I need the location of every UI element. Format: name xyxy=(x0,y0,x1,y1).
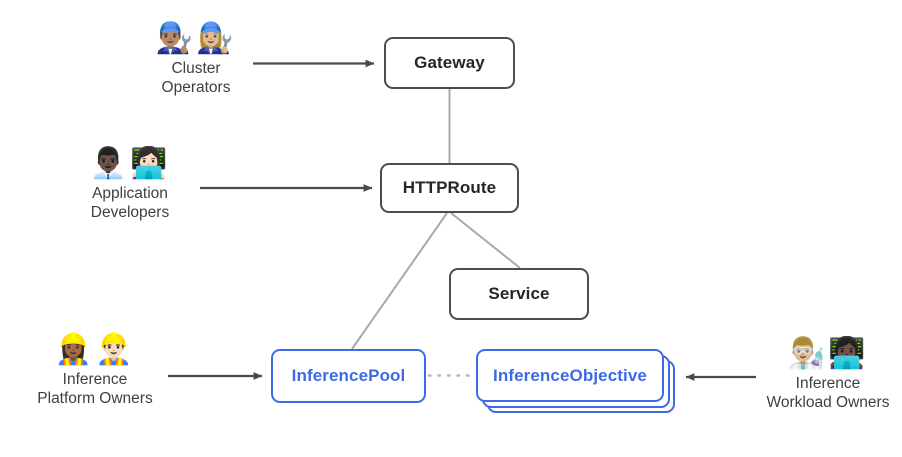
edge-httproute-to-service xyxy=(450,212,521,269)
persona-inference-platform-owners-label: Inference Platform Owners xyxy=(37,371,153,407)
application-developers-icon: 👨🏿‍💼👩🏻‍💻 xyxy=(89,147,171,180)
edge-httproute-to-inferencepool xyxy=(351,212,448,350)
node-httproute[interactable]: HTTPRoute xyxy=(380,163,519,213)
inference-workload-owners-icon: 👨🏼‍🔬👩🏿‍💻 xyxy=(787,337,869,370)
persona-inference-workload-owners-label: Inference Workload Owners xyxy=(766,375,890,411)
node-inferencepool[interactable]: InferencePool xyxy=(271,349,426,403)
cluster-operators-icon: 👨🏽‍🔧👩🏼‍🔧 xyxy=(155,22,237,55)
node-service-label: Service xyxy=(488,284,550,303)
persona-cluster-operators: 👨🏽‍🔧👩🏼‍🔧 Cluster Operators xyxy=(91,22,301,97)
persona-application-developers-label: Application Developers xyxy=(90,185,170,221)
node-gateway[interactable]: Gateway xyxy=(384,37,515,89)
node-gateway-label: Gateway xyxy=(414,53,485,72)
persona-application-developers: 👨🏿‍💼👩🏻‍💻 Application Developers xyxy=(25,147,235,222)
persona-inference-platform-owners: 👷🏾‍♀️👷🏻‍♂️ Inference Platform Owners xyxy=(0,333,200,408)
node-inferenceobjective-label: InferenceObjective xyxy=(493,365,647,385)
node-inferenceobjective[interactable]: InferenceObjective xyxy=(476,349,664,402)
node-httproute-label: HTTPRoute xyxy=(402,178,497,197)
node-inferencepool-label: InferencePool xyxy=(291,366,406,385)
inference-platform-owners-icon: 👷🏾‍♀️👷🏻‍♂️ xyxy=(54,333,136,366)
persona-cluster-operators-label: Cluster Operators xyxy=(161,60,231,96)
node-inferenceobjective-stack[interactable]: InferenceObjective xyxy=(476,349,676,413)
node-service[interactable]: Service xyxy=(449,268,589,320)
persona-inference-workload-owners: 👨🏼‍🔬👩🏿‍💻 Inference Workload Owners xyxy=(723,337,902,412)
